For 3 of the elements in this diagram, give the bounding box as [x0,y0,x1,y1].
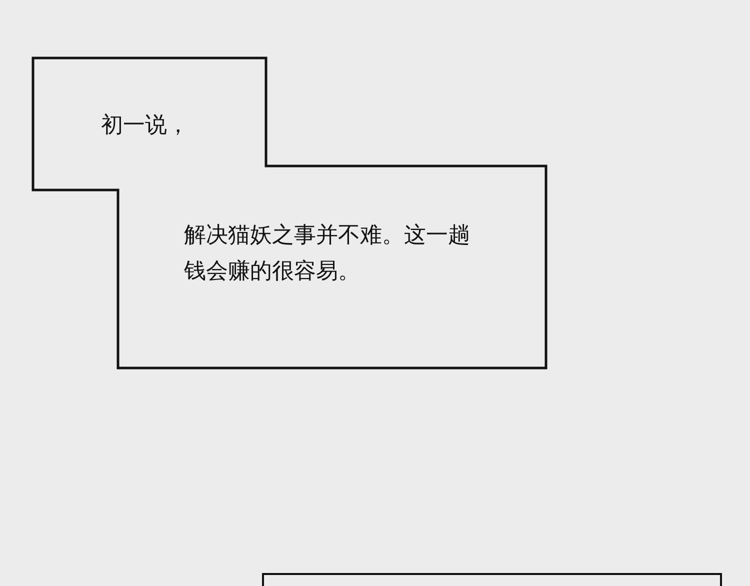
caption-text: 解决猫妖之事并不难。这一趟钱会赚的很容易。 [184,222,471,286]
caption-box [262,573,722,586]
caption-text: 初一说， [101,112,190,140]
